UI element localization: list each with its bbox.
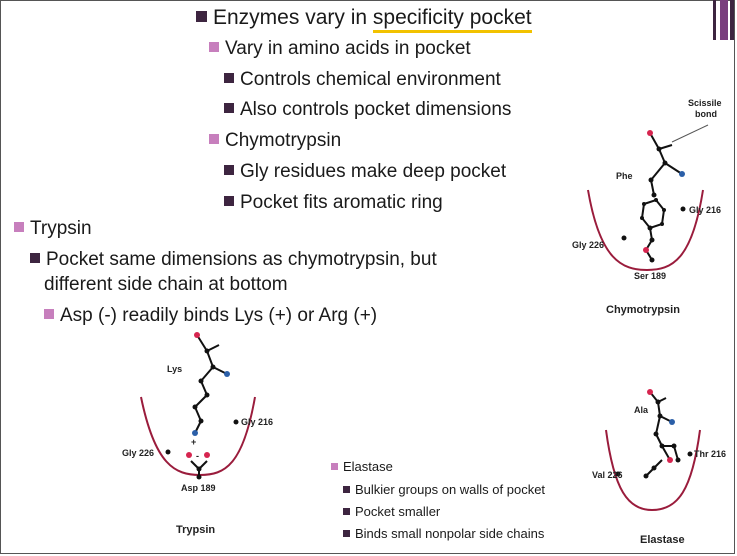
trypsin-diagram: + - Lys Gly 216 Gly 226 Asp 189	[122, 332, 273, 493]
bullet-chemical-env: Controls chemical environment	[224, 70, 501, 89]
label-ser189: Ser 189	[634, 271, 666, 281]
label-ala: Ala	[634, 405, 649, 415]
bullet-trypsin-pocket: Pocket same dimensions as chymotrypsin, …	[30, 250, 437, 269]
bullet-trypsin: Trypsin	[14, 219, 92, 238]
title-text: Enzymes vary in	[213, 6, 373, 29]
label-asp189: Asp 189	[181, 483, 216, 493]
caption-elastase: Elastase	[640, 534, 685, 546]
label-gly216-t: Gly 216	[241, 417, 273, 427]
bullet-marker	[196, 10, 207, 22]
label-phe: Phe	[616, 171, 633, 181]
bullet-elastase-smaller: Pocket smaller	[343, 505, 440, 518]
caption-chymotrypsin: Chymotrypsin	[606, 304, 680, 316]
label-minus: -	[196, 451, 199, 461]
elastase-diagram: Ala Thr 216 Val 226	[592, 389, 726, 512]
bullet-chymotrypsin: Chymotrypsin	[209, 131, 341, 150]
bullet-elastase: Elastase	[331, 460, 393, 473]
corner-decoration	[713, 0, 734, 40]
label-thr216: Thr 216	[694, 449, 726, 459]
bullet-elastase-nonpolar: Binds small nonpolar side chains	[343, 527, 544, 540]
label-gly216: Gly 216	[689, 205, 721, 215]
label-bond: bond	[695, 109, 717, 119]
bullet-pocket-dimensions: Also controls pocket dimensions	[224, 100, 511, 119]
bullet-asp-binds: Asp (-) readily binds Lys (+) or Arg (+)	[44, 306, 377, 325]
bullet-trypsin-pocket-cont: different side chain at bottom	[44, 274, 288, 295]
chymotrypsin-diagram: Scissile bond Phe Gly 216 Gly 226 Ser 18…	[572, 98, 722, 281]
slide-title-bullet: Enzymes vary in specificity pocket	[196, 6, 532, 33]
label-gly226: Gly 226	[572, 240, 604, 250]
bullet-aromatic: Pocket fits aromatic ring	[224, 193, 443, 212]
bullet-elastase-bulkier: Bulkier groups on walls of pocket	[343, 483, 545, 496]
label-val226: Val 226	[592, 470, 623, 480]
label-gly226-t: Gly 226	[122, 448, 154, 458]
title-emphasis: specificity pocket	[372, 6, 532, 33]
label-plus: +	[191, 437, 196, 447]
label-scissile: Scissile	[688, 98, 722, 108]
label-lys: Lys	[167, 364, 182, 374]
caption-trypsin: Trypsin	[176, 524, 216, 536]
bullet-gly-deep: Gly residues make deep pocket	[224, 162, 506, 181]
bullet-vary-amino: Vary in amino acids in pocket	[209, 39, 471, 58]
